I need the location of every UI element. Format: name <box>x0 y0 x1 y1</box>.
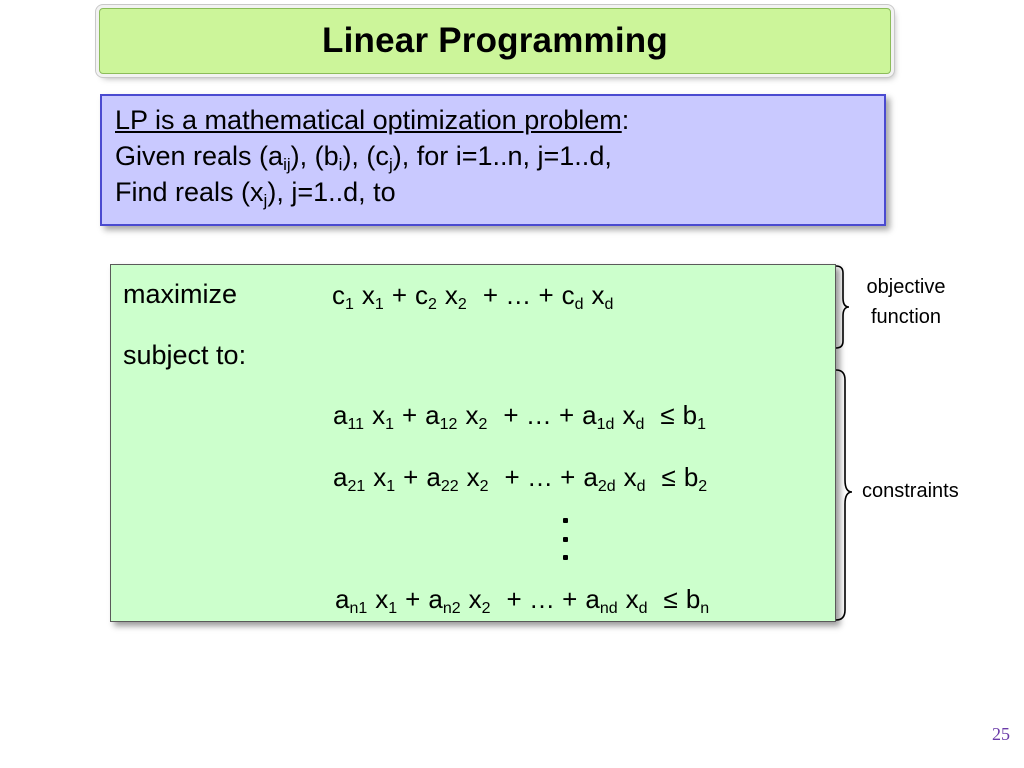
slide-title: Linear Programming <box>322 21 668 60</box>
definition-line-1: LP is a mathematical optimization proble… <box>115 105 630 135</box>
definition-line-2: Given reals (aij), (bi), (cj), for i=1..… <box>115 141 612 174</box>
subject-to-label: subject to: <box>123 340 247 370</box>
objective-brace-icon <box>835 265 850 349</box>
objective-function-note: objective function <box>866 276 946 328</box>
definition-heading: LP is a mathematical optimization proble… <box>115 105 622 135</box>
page-number: 25 <box>992 724 1010 744</box>
definition-box: LP is a mathematical optimization proble… <box>100 94 886 226</box>
lp-formulation-box: maximize subject to: <box>110 264 836 622</box>
vertical-ellipsis <box>561 518 569 560</box>
slide-title-box: Linear Programming <box>99 8 891 74</box>
constraints-brace-icon <box>835 369 853 621</box>
constraints-note: constraints <box>862 480 959 502</box>
definition-line-3: Find reals (xj), j=1..d, to <box>115 177 396 210</box>
maximize-label: maximize <box>123 279 238 309</box>
